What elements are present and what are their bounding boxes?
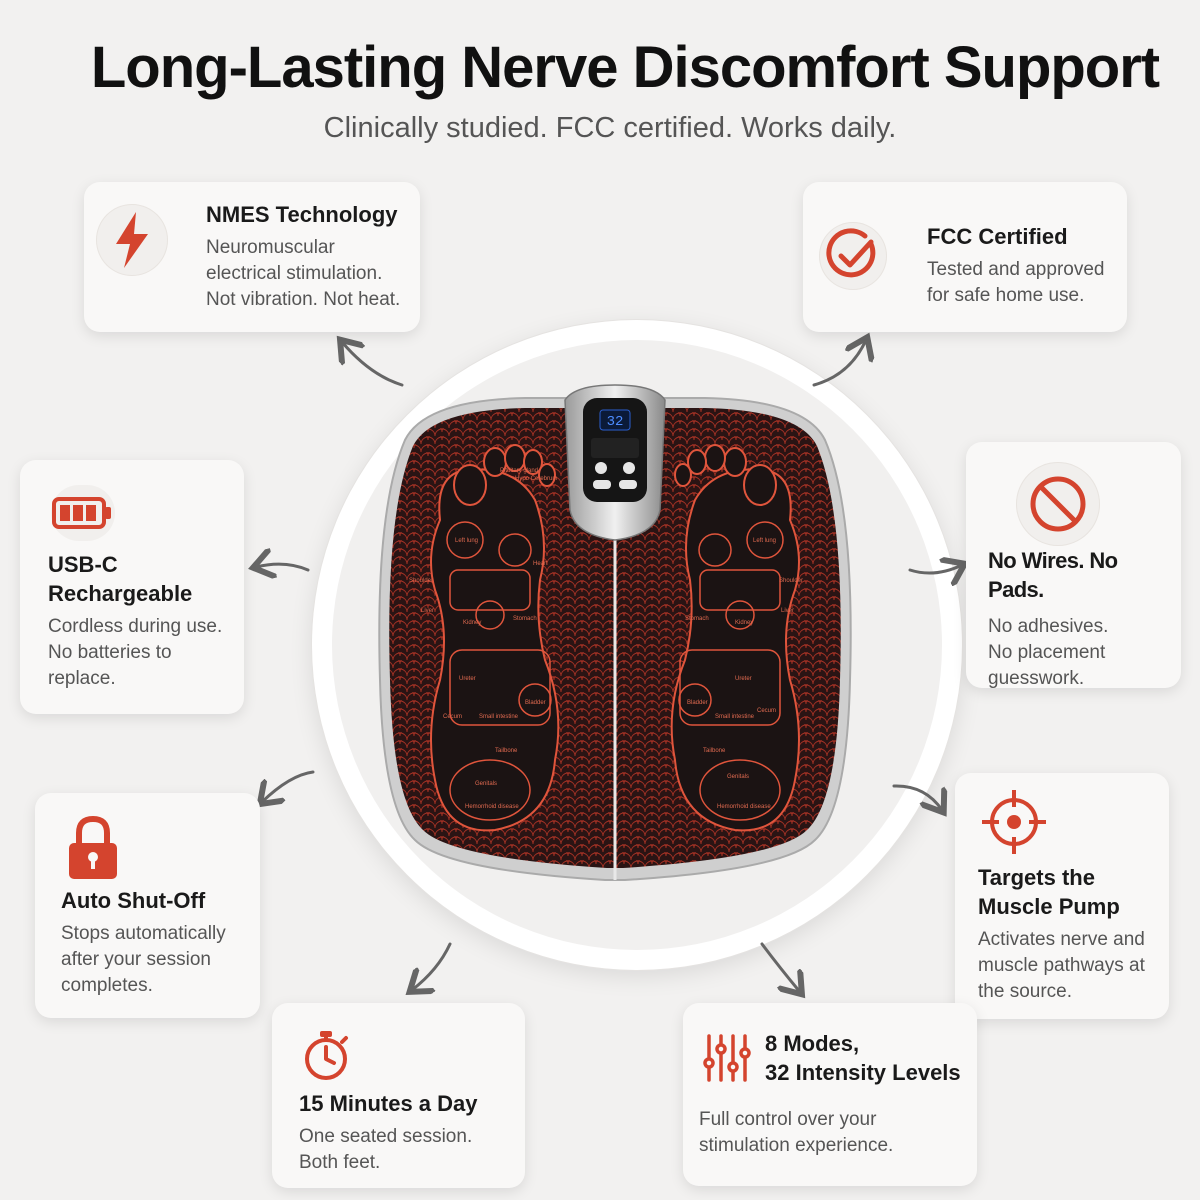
label-ureter-right: Ureter <box>735 676 752 682</box>
label-cecum-left: Cecum <box>443 714 462 720</box>
feature-description: Cordless during use. No batteries to rep… <box>48 616 223 689</box>
feature-description: Full control over your stimulation exper… <box>699 1109 894 1156</box>
label-ureter-left: Ureter <box>459 676 476 682</box>
feature-card-nmes: NMES Technology Neuromuscular electrical… <box>84 182 420 332</box>
label-left-lung: Left lung <box>455 538 478 544</box>
label-shoulder-right: Shoulder <box>779 578 803 584</box>
label-pituitary: Pituitary gland <box>500 468 538 474</box>
label-genitals-right: Genitals <box>727 774 749 780</box>
label-small-intestine-right: Small intestine <box>715 714 755 720</box>
feature-title: USB-C Rechargeable <box>48 552 193 606</box>
feature-card-fcc: FCC Certified Tested and approved for sa… <box>803 182 1127 332</box>
label-hemorrhoid-left: Hemorrhoid disease <box>465 804 519 810</box>
feature-title: Targets the Muscle Pump <box>978 865 1120 919</box>
feature-description: One seated session. Both feet. <box>299 1126 473 1173</box>
feature-title: FCC Certified <box>927 224 1068 249</box>
arrow-to-fifteen <box>412 942 452 990</box>
label-stomach-left: Stomach <box>513 616 537 622</box>
label-stomach-right: Stomach <box>685 616 709 622</box>
padlock-icon <box>69 815 117 879</box>
lightning-bolt-icon <box>96 204 168 276</box>
feature-title: Auto Shut-Off <box>61 888 206 913</box>
arrow-to-autoshut <box>262 770 315 802</box>
page-subtitle: Clinically studied. FCC certified. Works… <box>323 112 897 144</box>
foot-massager-mat: Pituitary gland Hypo Cerebrum Left lung … <box>378 384 852 881</box>
label-bladder-right: Bladder <box>687 700 708 706</box>
page-title: Long-Lasting Nerve Discomfort Support <box>90 35 1160 100</box>
label-bladder-left: Bladder <box>525 700 546 706</box>
label-cecum-right: Cecum <box>757 708 776 714</box>
feature-description: Neuromuscular electrical stimulation. No… <box>206 237 401 310</box>
control-unit: 32 <box>564 384 666 541</box>
check-circle-icon <box>819 222 887 290</box>
feature-title: 15 Minutes a Day <box>299 1091 478 1116</box>
label-liver-right: Liver <box>781 608 794 614</box>
stopwatch-icon <box>305 1031 348 1080</box>
feature-description: Activates nerve and muscle pathways at t… <box>978 929 1145 1002</box>
label-tailbone-left: Tailbone <box>495 748 518 754</box>
label-hypo-cerebrum: Hypo Cerebrum <box>515 476 557 482</box>
arrow-to-modes <box>760 942 800 992</box>
feature-card-targets: Targets the Muscle Pump Activates nerve … <box>955 773 1169 1019</box>
label-right-lung: Left lung <box>753 538 776 544</box>
feature-card-15-minutes: 15 Minutes a Day One seated session. Bot… <box>272 1003 525 1188</box>
feature-title: NMES Technology <box>206 202 398 227</box>
battery-icon <box>51 485 115 541</box>
arrow-to-nmes <box>342 342 404 387</box>
label-tailbone-right: Tailbone <box>703 748 726 754</box>
sliders-icon <box>703 1034 751 1082</box>
arrow-to-usbc <box>256 564 310 570</box>
prohibited-icon <box>1016 462 1100 546</box>
label-kidney-right: Kidney <box>735 620 753 626</box>
feature-card-no-wires: No Wires. No Pads. No adhesives. No plac… <box>966 442 1181 689</box>
feature-card-usbc: USB-C Rechargeable Cordless during use. … <box>20 460 244 714</box>
feature-card-auto-shut-off: Auto Shut-Off Stops automatically after … <box>35 793 260 1018</box>
label-hemorrhoid-right: Hemorrhoid disease <box>717 804 771 810</box>
feature-title: No Wires. No Pads. <box>988 548 1118 602</box>
label-kidney-left: Kidney <box>463 620 481 626</box>
label-genitals-left: Genitals <box>475 781 497 787</box>
feature-description: No adhesives. No placement guesswork. <box>988 616 1109 689</box>
feature-card-modes: 8 Modes, 32 Intensity Levels Full contro… <box>683 1003 977 1186</box>
feature-description: Stops automatically after your session c… <box>61 923 226 996</box>
label-liver-left: Liver <box>421 608 434 614</box>
feature-title: 8 Modes, 32 Intensity Levels <box>765 1031 961 1085</box>
label-shoulder-left: Shoulder <box>409 578 433 584</box>
label-heart: Heart <box>533 561 548 567</box>
control-display-value: 32 <box>607 414 624 430</box>
label-small-intestine-left: Small intestine <box>479 714 519 720</box>
feature-description: Tested and approved for safe home use. <box>927 259 1105 306</box>
crosshair-target-icon <box>982 790 1046 854</box>
